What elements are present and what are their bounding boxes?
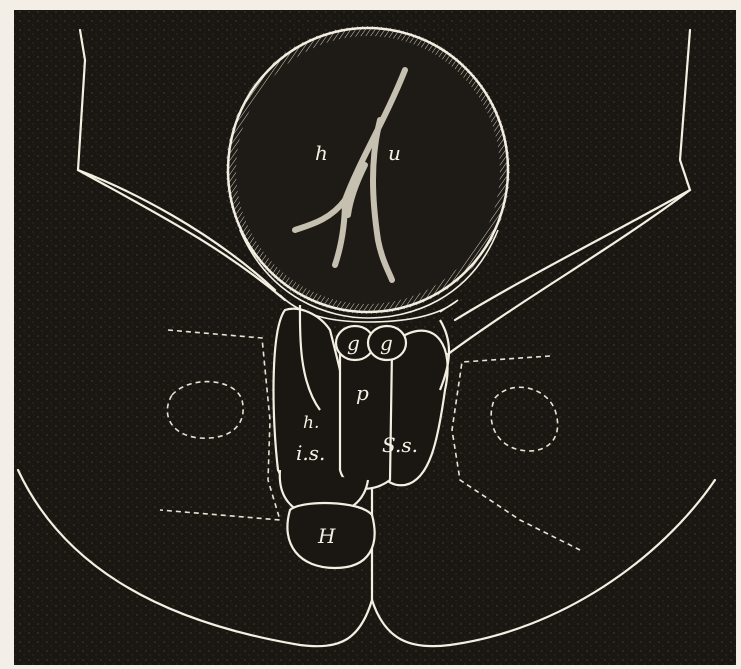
label-u-bladder: u [388,141,401,165]
label-h-bladder: h [315,141,328,165]
label-h-left: h. [303,413,319,433]
label-p: p [356,381,369,405]
label-H-bottom: H [317,524,336,548]
label-g-left: g [347,331,360,355]
label-ss-right: S.s. [382,433,418,457]
prostate-column [340,350,392,489]
label-is-left: i.s. [296,441,325,465]
label-g-right: g [380,331,393,355]
